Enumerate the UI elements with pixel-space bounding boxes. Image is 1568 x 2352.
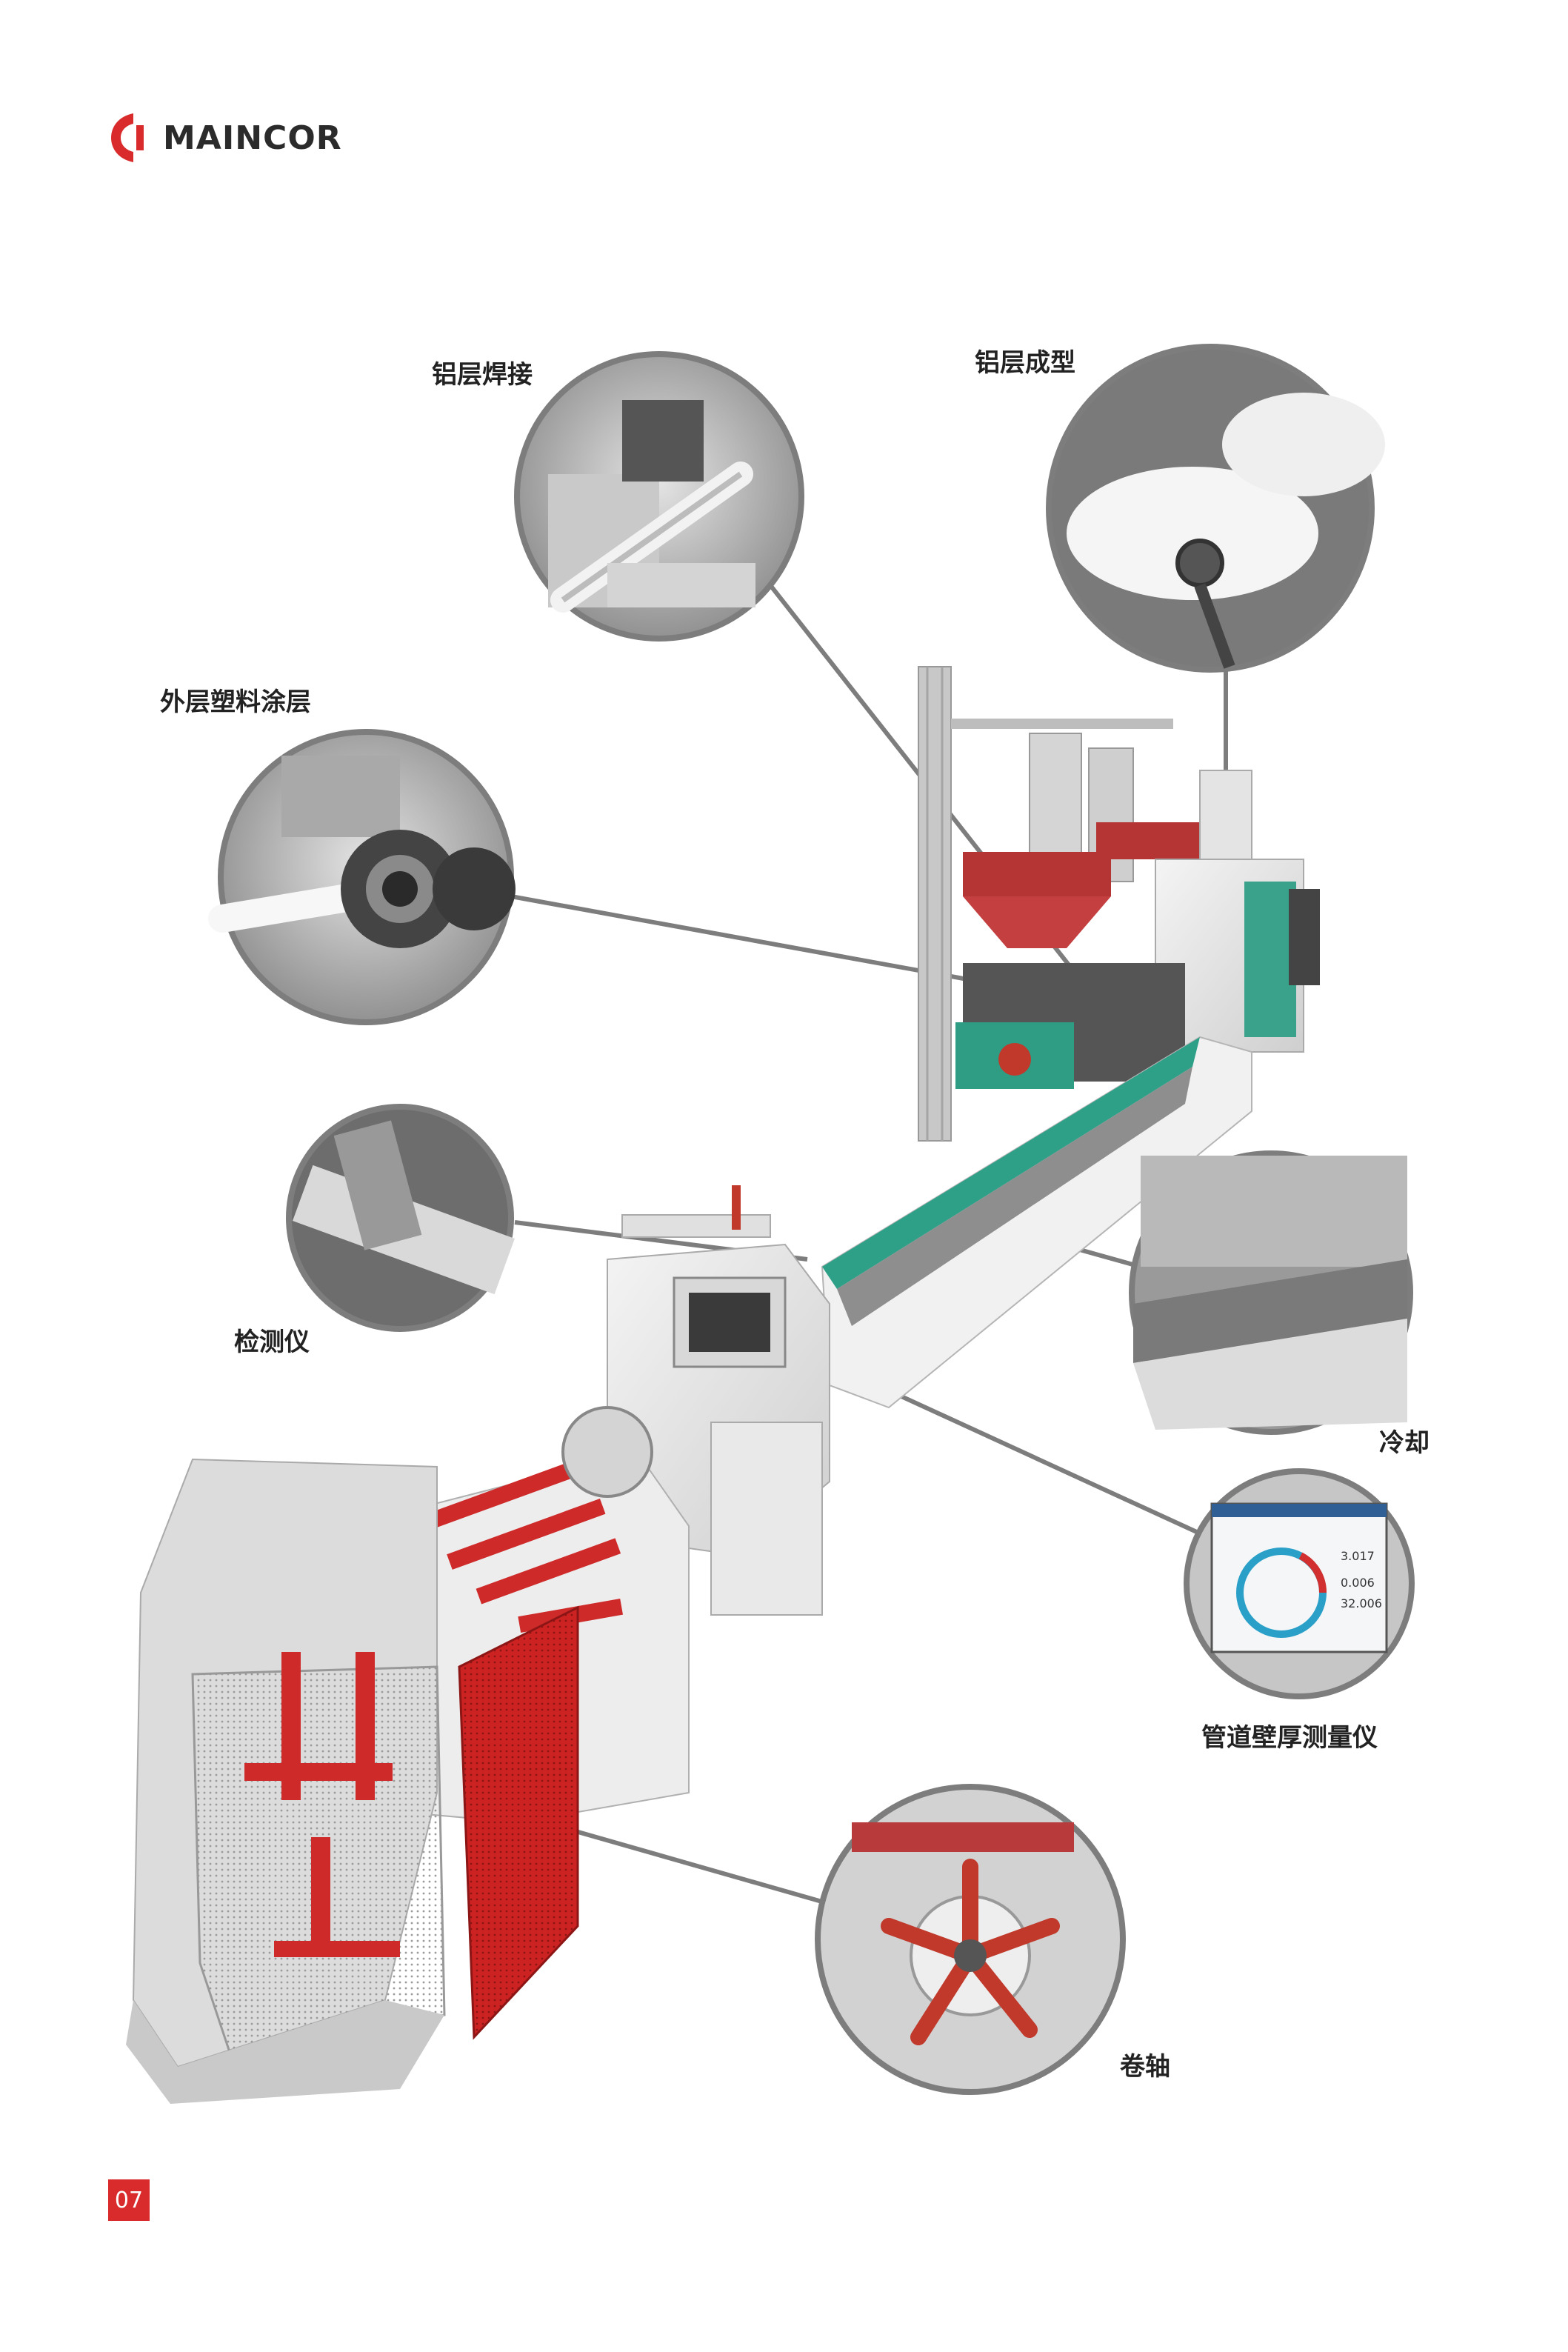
bubble-aluminum-welding — [514, 351, 804, 642]
maincor-logo: MAINCOR — [108, 108, 345, 167]
bubble-detector — [286, 1104, 515, 1332]
label-aluminum-welding: 铝层焊接 — [432, 360, 533, 390]
bubble-outer-coating — [208, 729, 516, 1025]
brand-name: MAINCOR — [163, 119, 342, 157]
label-detector: 检测仪 — [234, 1327, 310, 1357]
bubble-reel — [815, 1784, 1126, 2095]
haul-off-unit — [607, 1185, 830, 1616]
mast — [918, 666, 1173, 1142]
coiler-cabinet — [126, 1458, 579, 2104]
extruder-section — [955, 859, 1320, 1089]
label-reel: 卷轴 — [1120, 2052, 1170, 2082]
bubble-cooling — [1129, 1150, 1413, 1435]
label-wall-thickness-gauge: 管道壁厚测量仪 — [1201, 1723, 1378, 1753]
label-outer-coating: 外层塑料涂层 — [160, 687, 311, 717]
bubble-aluminum-forming — [1046, 344, 1385, 673]
gauge-reading-1: 3.017 — [1341, 1549, 1375, 1563]
maincor-logo-icon — [111, 113, 144, 162]
dryer-hoppers — [963, 733, 1252, 948]
bubble-wall-thickness-gauge: 3.017 0.006 32.006 — [1184, 1468, 1415, 1699]
gauge-reading-2: 0.006 — [1341, 1576, 1375, 1590]
label-cooling: 冷却 — [1379, 1428, 1429, 1458]
page-number: 07 — [108, 2179, 150, 2221]
gauge-reading-3: 32.006 — [1341, 1596, 1382, 1610]
label-aluminum-forming: 铝层成型 — [975, 348, 1075, 378]
